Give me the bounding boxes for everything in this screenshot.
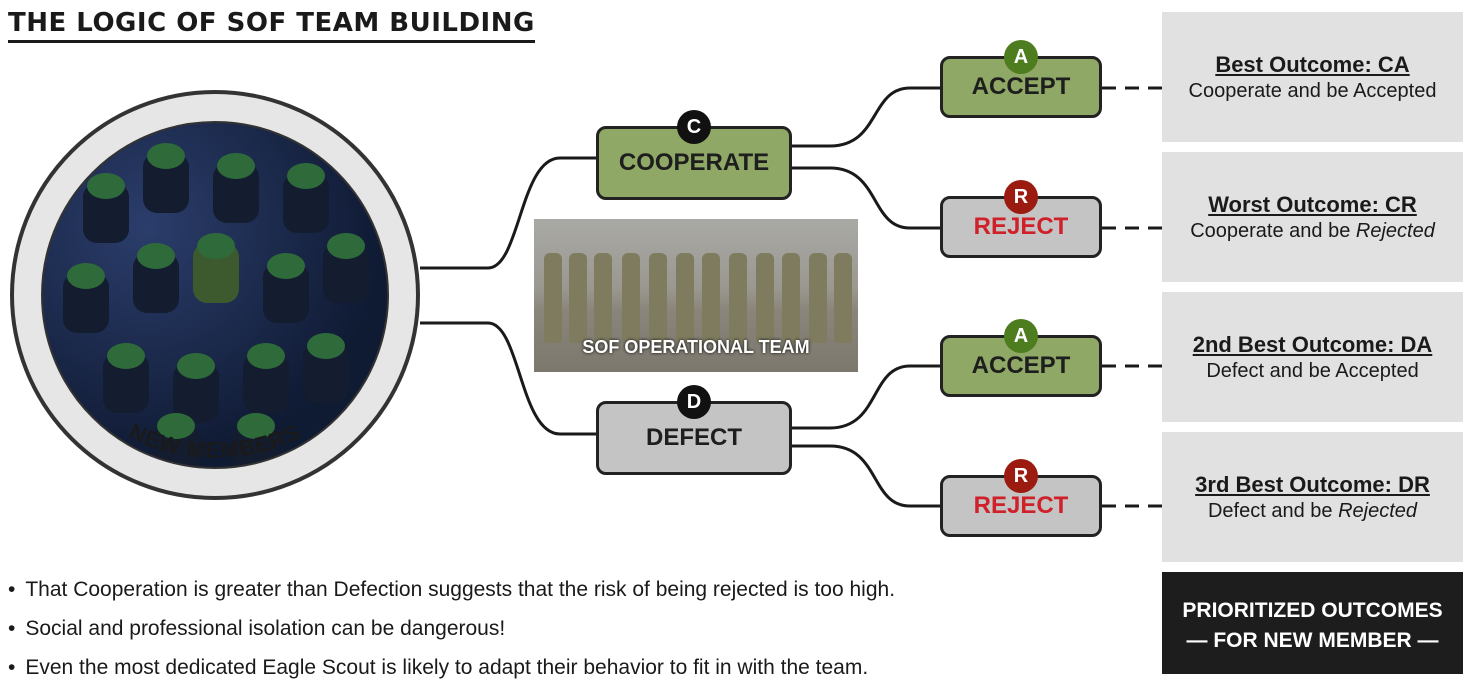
reject-badge-1: R	[1004, 180, 1038, 214]
outcome-panel-2: Worst Outcome: CR Cooperate and be Rejec…	[1162, 152, 1463, 282]
accept-label-1: ACCEPT	[971, 73, 1071, 100]
new-members-label: NEW MEMBERS	[126, 419, 305, 463]
line-to-cooperate	[420, 156, 596, 270]
new-members-photo	[41, 121, 389, 469]
accept-badge-1: A	[1004, 40, 1038, 74]
line-defect-reject	[792, 444, 940, 508]
outcome-desc-2: Cooperate and be Rejected	[1190, 219, 1435, 242]
reject-label-2: REJECT	[973, 492, 1069, 519]
cooperate-badge: C	[677, 110, 711, 144]
line-defect-accept	[792, 364, 940, 430]
accept-badge-2: A	[1004, 319, 1038, 353]
bullet-item: That Cooperation is greater than Defecti…	[8, 570, 895, 609]
reject-box-2: REJECT	[940, 475, 1102, 537]
outcome-desc-3: Defect and be Accepted	[1206, 359, 1419, 382]
bullet-item: Even the most dedicated Eagle Scout is l…	[8, 648, 895, 687]
prioritized-outcomes-banner: PRIORITIZED OUTCOMES — FOR NEW MEMBER —	[1162, 572, 1463, 674]
reject-label-1: REJECT	[973, 213, 1069, 240]
photo-caption: SOF OPERATIONAL TEAM	[582, 337, 810, 357]
outcome-panel-3: 2nd Best Outcome: DA Defect and be Accep…	[1162, 292, 1463, 422]
page-title: THE LOGIC OF SOF TEAM BUILDING	[8, 8, 535, 43]
outcome-heading-1: Best Outcome: CA	[1215, 51, 1410, 77]
outcome-panel-4: 3rd Best Outcome: DR Defect and be Rejec…	[1162, 432, 1463, 562]
accept-label-2: ACCEPT	[971, 352, 1071, 379]
outcome-desc-4: Defect and be Rejected	[1207, 499, 1418, 522]
outcome-panel-1: Best Outcome: CA Cooperate and be Accept…	[1162, 12, 1463, 142]
line-cooperate-accept	[792, 86, 940, 148]
bullet-item: Social and professional isolation can be…	[8, 609, 895, 648]
svg-text:NEW MEMBERS: NEW MEMBERS	[126, 419, 305, 463]
prioritized-line-2: — FOR NEW MEMBER —	[1186, 629, 1439, 652]
outcome-desc-1: Cooperate and be Accepted	[1188, 79, 1437, 102]
defect-label: DEFECT	[646, 424, 742, 451]
prioritized-line-1: PRIORITIZED OUTCOMES	[1182, 599, 1443, 622]
defect-badge: D	[677, 385, 711, 419]
outcome-heading-4: 3rd Best Outcome: DR	[1195, 471, 1430, 497]
cooperate-label: COOPERATE	[618, 149, 770, 176]
line-to-defect	[420, 321, 596, 436]
outcome-heading-3: 2nd Best Outcome: DA	[1192, 331, 1433, 357]
bullet-list: That Cooperation is greater than Defecti…	[8, 570, 895, 687]
accept-box-1: ACCEPT	[940, 56, 1102, 118]
reject-badge-2: R	[1004, 459, 1038, 493]
line-cooperate-reject	[792, 166, 940, 230]
outcome-heading-2: Worst Outcome: CR	[1208, 191, 1417, 217]
sof-team-photo: SOF OPERATIONAL TEAM	[534, 219, 858, 372]
